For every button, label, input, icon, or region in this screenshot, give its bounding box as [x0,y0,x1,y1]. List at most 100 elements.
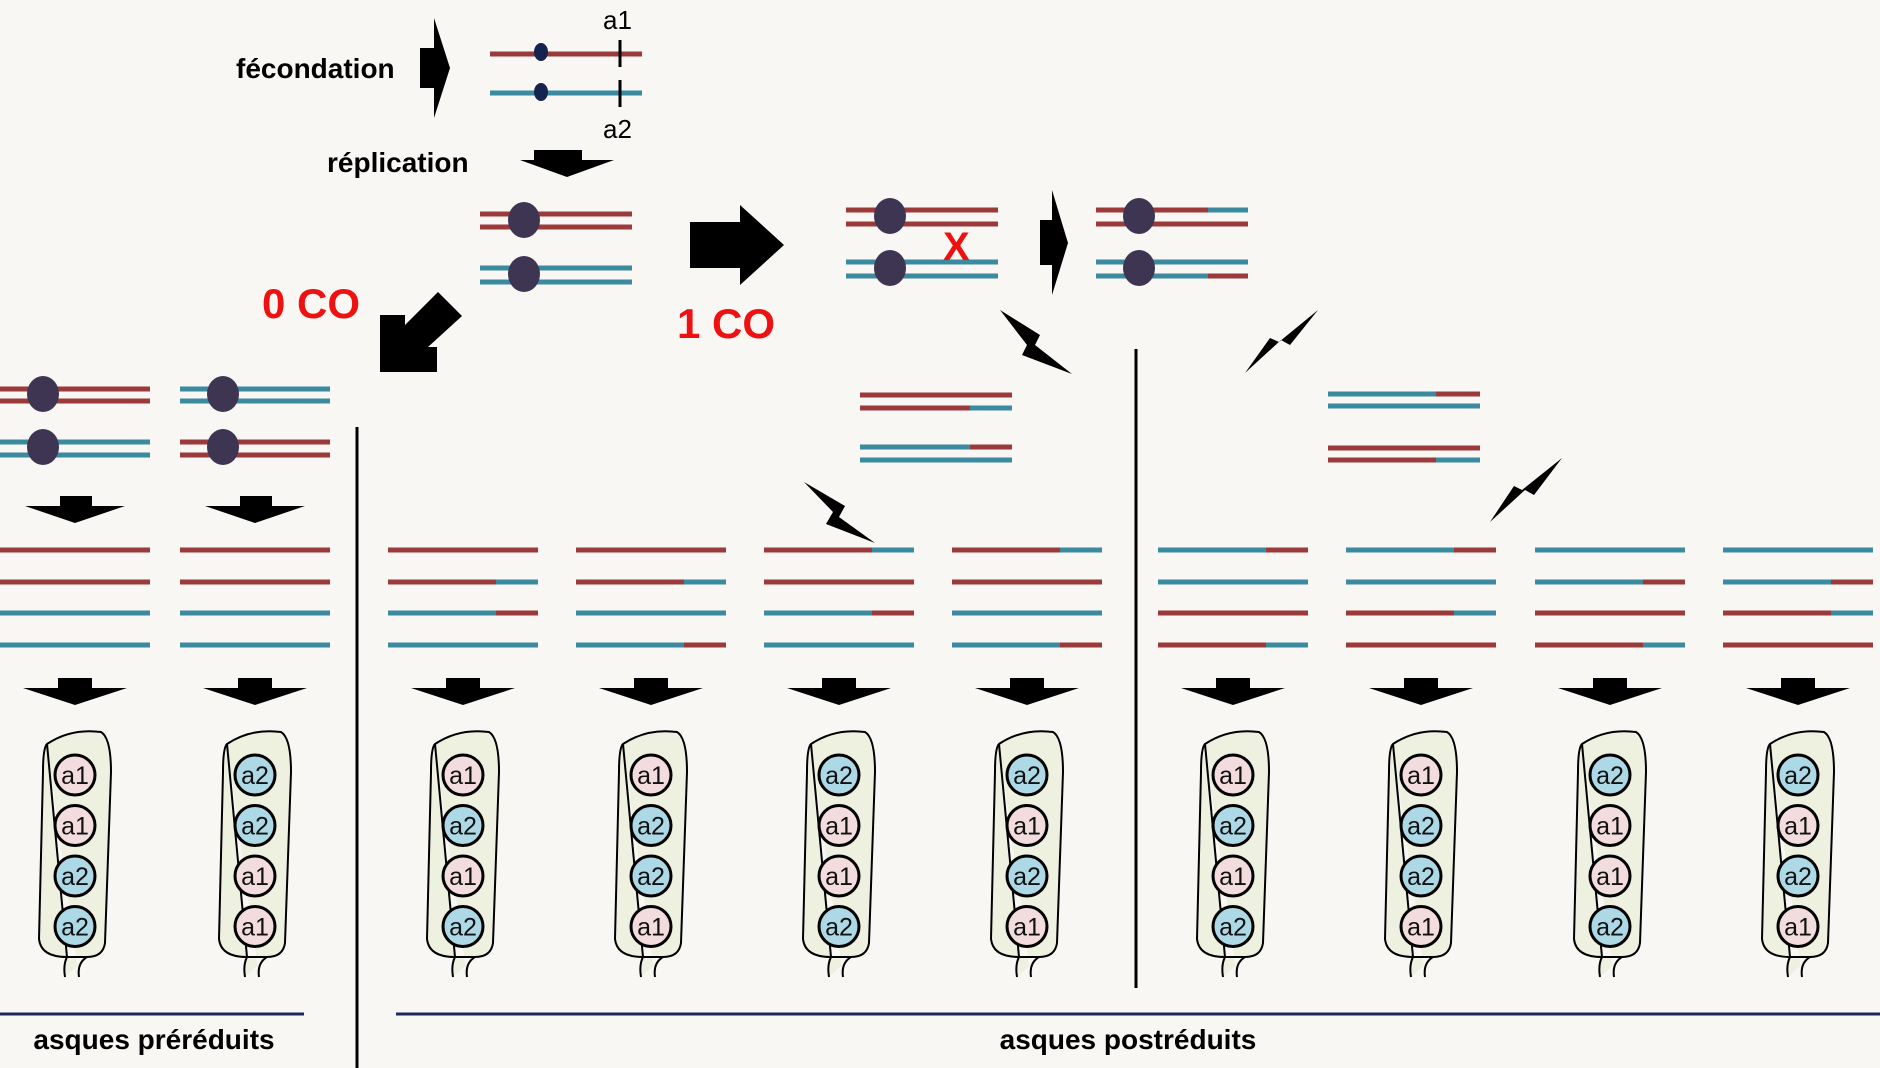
spore-label: a1 [1596,813,1624,841]
spore-label: a2 [1407,863,1435,891]
replicated-bivalent [480,202,632,292]
spore [1005,905,1049,948]
spore [1588,905,1632,948]
spore-label: a2 [637,863,665,891]
spore-label: a2 [449,813,477,841]
crossing-over-bivalent [846,198,998,286]
chromatid-sets [0,547,1873,705]
spore-label: a1 [1219,762,1247,790]
spore-label: a1 [241,914,269,942]
label-a1-locus: a1 [603,5,632,35]
spore [233,804,277,847]
spore [1776,905,1820,948]
spore [629,905,673,948]
label-replication: réplication [327,147,469,178]
arrow-to-ascus [1369,678,1473,705]
spore [441,753,485,797]
chromatid-set [1723,547,1873,705]
arrow-to-ascus [1746,678,1850,705]
arrow-to-ascus [23,678,127,705]
spore-label: a2 [1784,762,1812,790]
spore-label: a1 [1013,914,1041,942]
spore-label: a1 [1219,863,1247,891]
spore-label: a1 [1013,813,1041,841]
spore-label: a2 [1219,813,1247,841]
arrow-to-ascus [1558,678,1662,705]
chromatid-set [1158,547,1308,705]
arrow-to-ascus [411,678,515,705]
arrow-to-ascus [787,678,891,705]
label-zero-co: 0 CO [262,280,360,327]
spore-label: a1 [241,863,269,891]
spore [1588,804,1632,847]
spore-label: a1 [825,813,853,841]
bivalent-1co-right [1328,391,1480,463]
spore [1211,804,1255,847]
spore [233,753,277,797]
spore [817,905,861,948]
caption-preduced: asques préréduits [33,1024,274,1055]
asci-row: a1a1a2a2a2a2a1a1a1a2a1a2a1a2a2a1a2a1a1a2… [38,730,1835,978]
ascus: a1 a2 a1 a2 [1196,730,1270,978]
bivalent-0co-b [180,376,330,465]
spore-label: a1 [449,762,477,790]
arrow-to-ascus [1181,678,1285,705]
spore [1776,753,1820,797]
pointer-mid-right [1000,310,1072,374]
spore [1211,854,1255,898]
arrow-fecondation [420,18,450,118]
spore-label: a2 [1013,863,1041,891]
parental-chromosomes [490,40,642,107]
spore [1399,854,1443,898]
chromatid-set [764,547,914,705]
spore [817,753,861,797]
chromatid-set [180,547,330,705]
pointer-far-right [1245,310,1318,373]
spore [441,854,485,898]
spore [629,854,673,898]
chromatid-set [1346,547,1496,705]
spore-label: a2 [1596,762,1624,790]
bivalent-0co-a [0,376,150,465]
label-one-co: 1 CO [677,300,775,347]
spore-label: a1 [449,863,477,891]
label-a2-locus: a2 [603,114,632,144]
spore-label: a2 [61,914,89,942]
spore [1399,804,1443,847]
spore [817,854,861,898]
spore-label: a2 [1219,914,1247,942]
spore [53,905,97,948]
spore [233,905,277,948]
spore-label: a2 [1407,813,1435,841]
spore [1776,804,1820,847]
label-fecondation: fécondation [236,53,395,84]
spore-label: a2 [241,762,269,790]
crossover-mark: X [943,225,970,269]
spore [53,854,97,898]
spore-label: a2 [449,914,477,942]
spore-label: a1 [61,762,89,790]
spore-label: a2 [825,762,853,790]
spore-label: a2 [1596,914,1624,942]
spore-label: a1 [1407,914,1435,942]
chromatid-set [576,547,726,705]
arrow-replication [520,150,614,177]
ascus: a1 a2 a1 a2 [426,730,500,978]
spore [1211,905,1255,948]
arrow-to-ascus [975,678,1079,705]
spore-label: a2 [1013,762,1041,790]
arrow-after-co [1040,190,1068,295]
arrow-0co-b [205,496,305,523]
arrow-zero-co [380,292,462,372]
chromatid-set [388,547,538,705]
spore-label: a2 [825,914,853,942]
arrow-to-ascus [203,678,307,705]
spore-label: a1 [1784,813,1812,841]
chromatid-set [0,547,150,705]
ascus: a2 a1 a2 a1 [990,730,1064,978]
